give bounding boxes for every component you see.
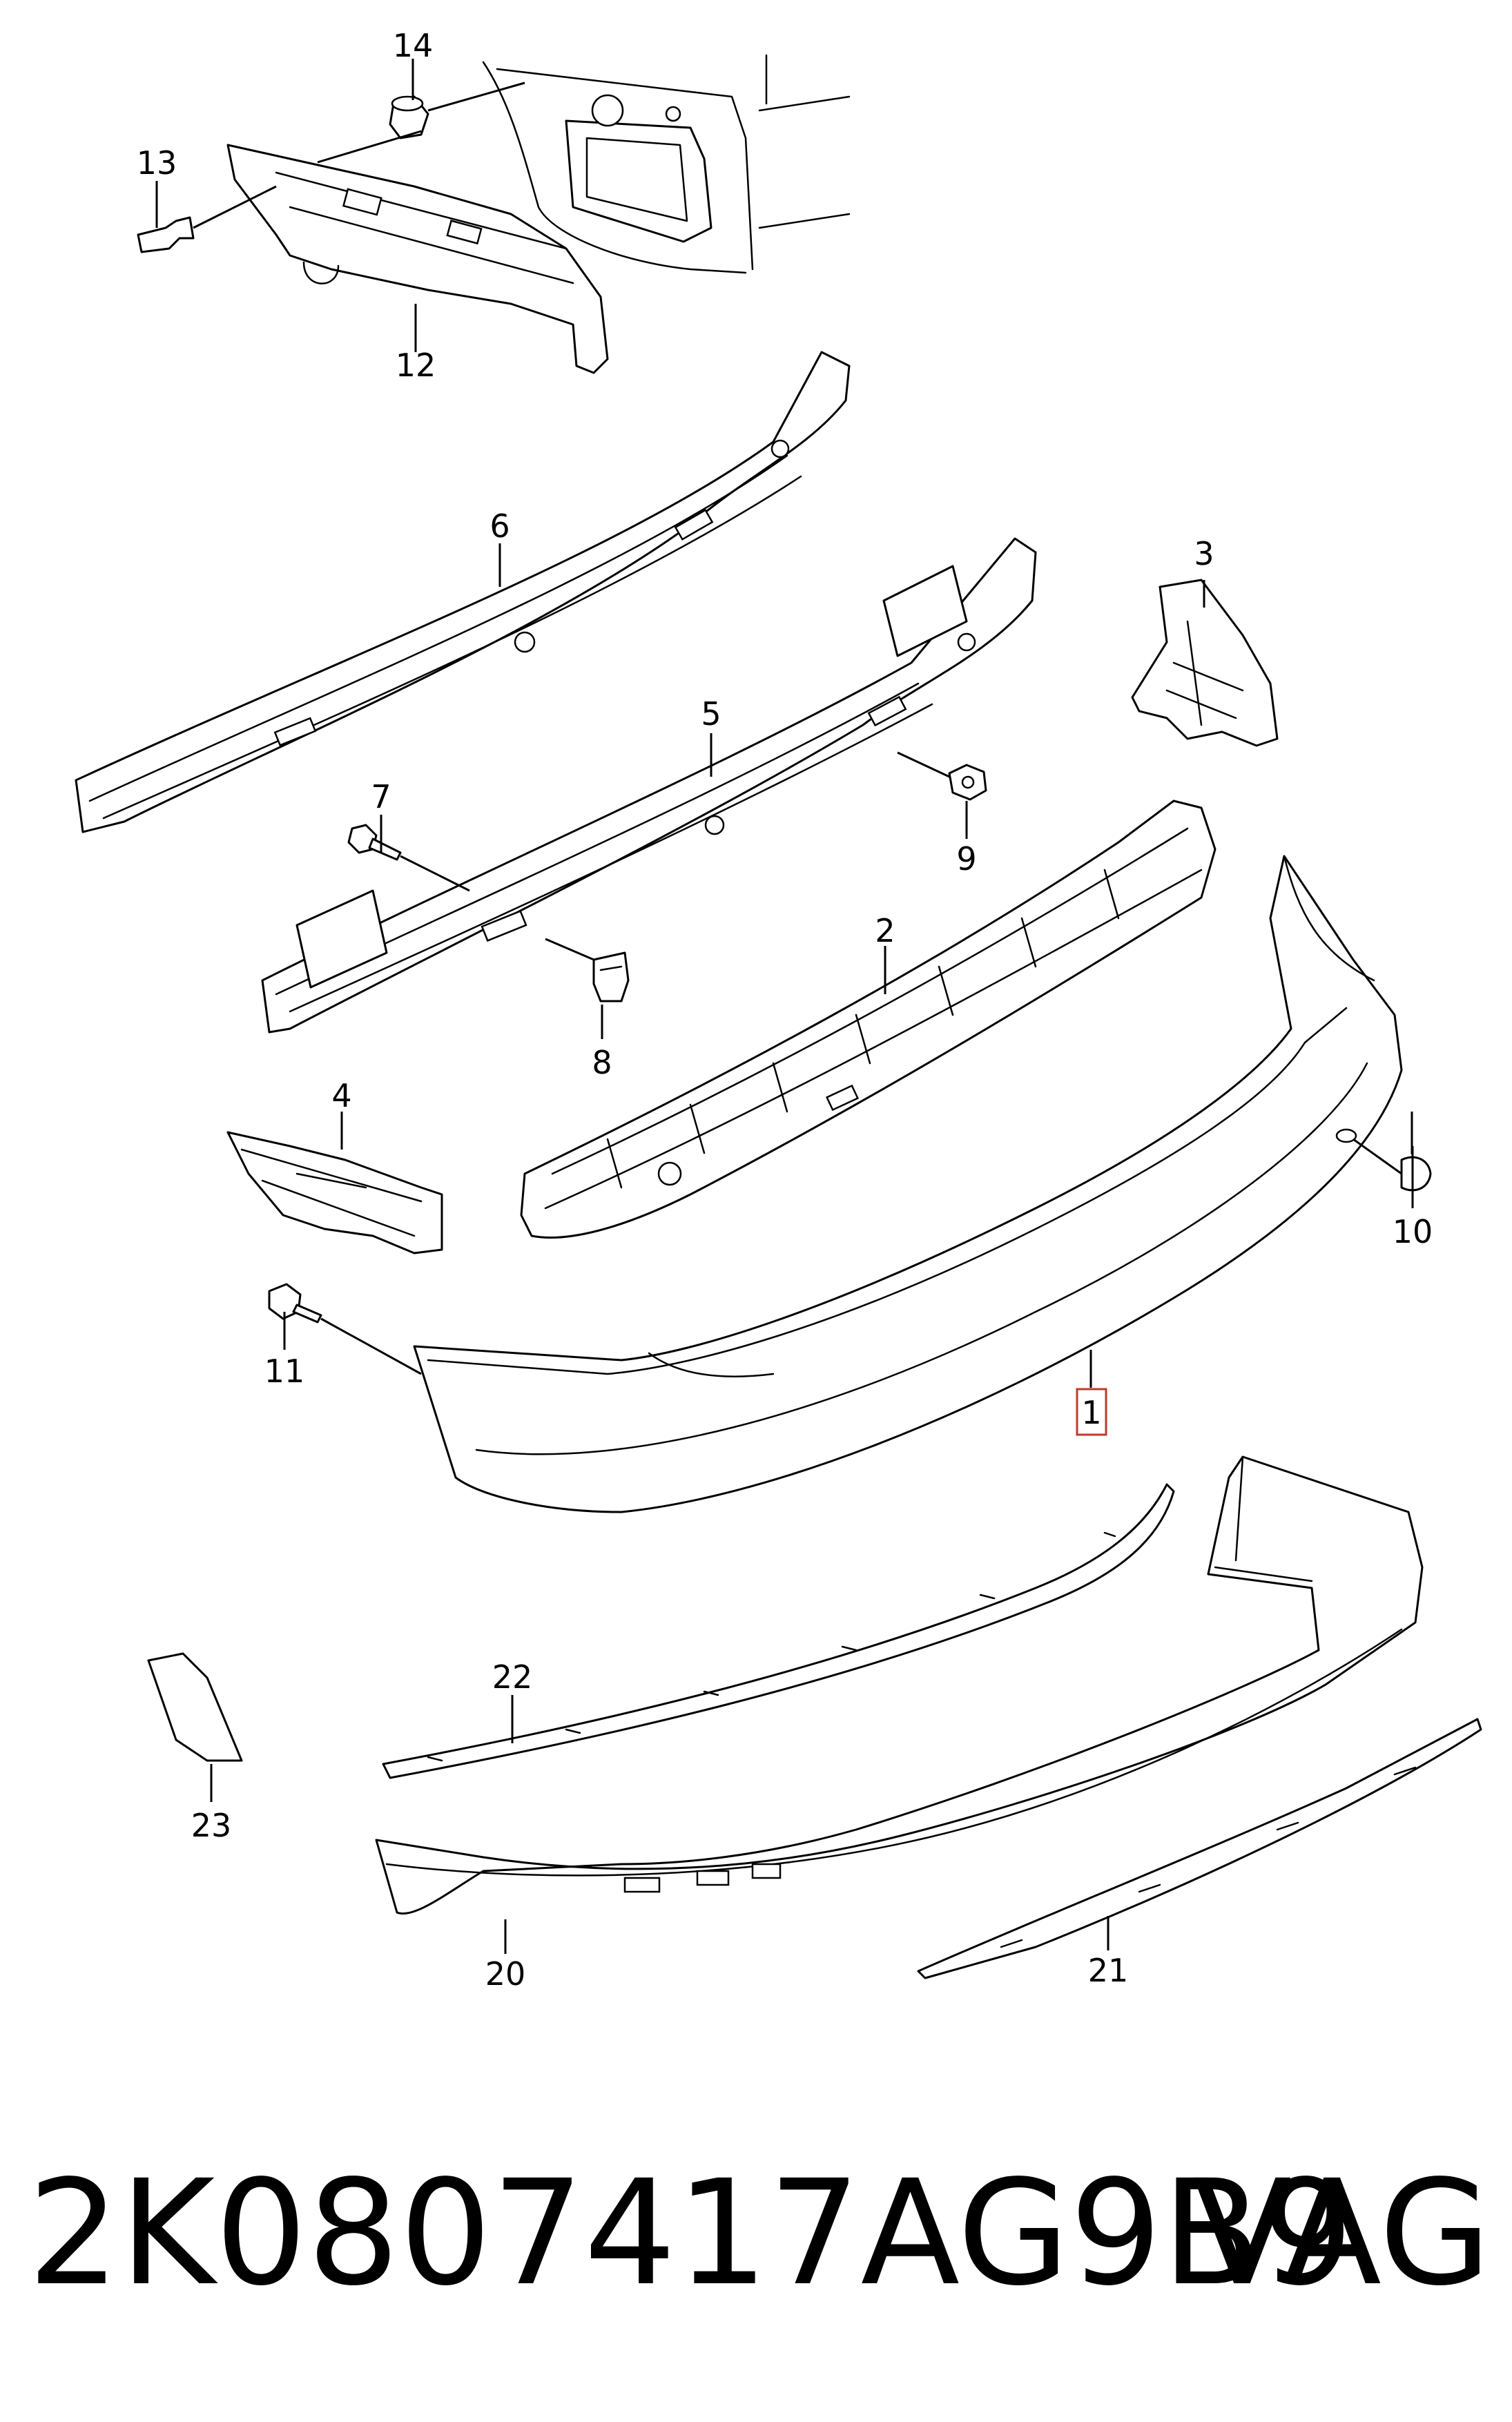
callout-5: 5 xyxy=(701,695,721,733)
callout-22: 22 xyxy=(492,1658,533,1696)
callout-13: 13 xyxy=(137,144,177,182)
callout-3: 3 xyxy=(1194,535,1214,572)
part-23-panel xyxy=(147,1652,243,1762)
callout-11: 11 xyxy=(264,1353,305,1390)
part-21-diffuser xyxy=(917,1718,1482,1979)
body-panel-section xyxy=(482,54,851,274)
callout-23: 23 xyxy=(191,1807,232,1844)
part-5-crossmember xyxy=(261,537,1037,1034)
callout-9: 9 xyxy=(956,840,976,878)
part-6-reinforcement xyxy=(75,351,851,833)
part-8-clip xyxy=(545,938,630,1002)
part-1-bumper-cover xyxy=(413,855,1403,1513)
callout-14: 14 xyxy=(393,27,434,64)
callout-2: 2 xyxy=(875,912,895,949)
part-info-footer: 2K0807417AG9B9 VAG xyxy=(28,2147,1491,2320)
part-22-trim-strip xyxy=(382,1483,1175,1779)
part-number: 2K0807417AG9B9 xyxy=(28,2149,1354,2318)
callout-10: 10 xyxy=(1393,1213,1433,1250)
callout-6: 6 xyxy=(490,507,510,545)
callout-20: 20 xyxy=(485,1955,526,1993)
part-12-bracket xyxy=(226,144,609,374)
part-7-bolt xyxy=(347,824,470,892)
part-11-screw xyxy=(268,1283,422,1375)
part-9-nut xyxy=(897,751,987,801)
callout-labels: 14 13 12 6 5 3 2 7 9 8 4 10 11 1 22 23 2… xyxy=(137,27,1433,1993)
part-2-absorber xyxy=(520,800,1217,1239)
callout-8: 8 xyxy=(592,1044,612,1081)
absorber-ribs xyxy=(606,869,1120,1189)
part-20-valance xyxy=(375,1455,1424,1915)
part-14-grommet xyxy=(317,81,525,164)
callout-4: 4 xyxy=(331,1077,351,1114)
callout-7: 7 xyxy=(371,778,391,815)
callout-1: 1 xyxy=(1081,1394,1101,1431)
part-4-bracket xyxy=(226,1131,443,1254)
part-3-bracket xyxy=(1131,579,1279,747)
highlight-box-1 xyxy=(1076,1388,1107,1436)
callout-21: 21 xyxy=(1088,1952,1129,1989)
part-13-clip xyxy=(137,185,277,253)
brand-label: VAG xyxy=(1192,2149,1491,2318)
exploded-parts-diagram: 14 13 12 6 5 3 2 7 9 8 4 10 11 1 22 23 2… xyxy=(75,27,1482,1993)
callout-12: 12 xyxy=(396,347,436,384)
callout-leaders xyxy=(155,59,1414,1954)
